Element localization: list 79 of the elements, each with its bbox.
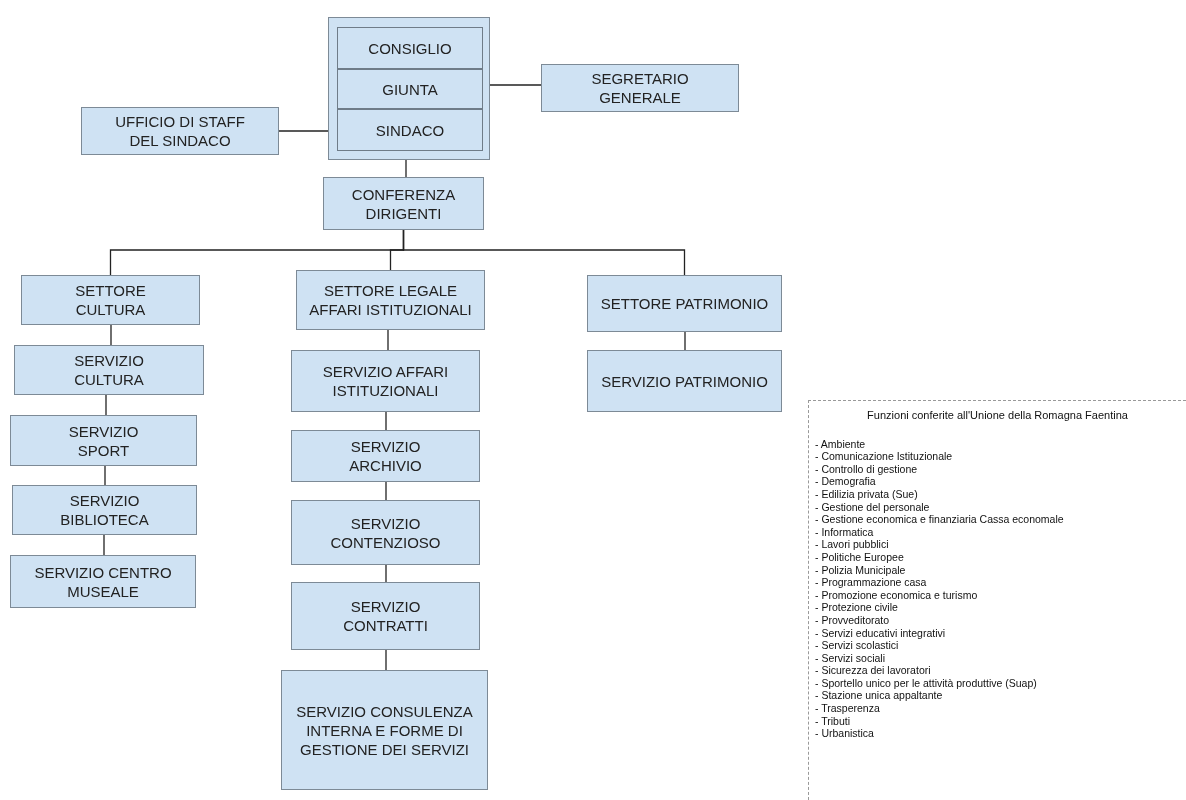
list-item: - Stazione unica appaltante	[815, 689, 943, 703]
connector-line	[385, 564, 387, 583]
list-item: - Sicurezza dei lavoratori	[815, 664, 931, 677]
org-box	[337, 27, 483, 69]
connector-line	[385, 481, 387, 501]
list-item: - Gestione economica e finanziaria Cassa economale	[815, 513, 1064, 526]
connector-line	[110, 324, 112, 346]
list-item: - Edilizia privata (Sue)	[815, 487, 918, 501]
connector-line	[684, 331, 686, 351]
org-box	[10, 555, 196, 608]
box-label: SERVIZIO BIBLIOTECA	[59, 491, 150, 529]
org-box	[337, 69, 483, 109]
org-box	[323, 177, 484, 230]
connector-line	[385, 649, 387, 671]
box-label: SEGRETARIO GENERALE	[590, 69, 690, 107]
list-item: - Lavori pubblici	[815, 538, 889, 551]
list-item: - Politiche Europee	[815, 550, 904, 564]
org-box	[14, 345, 204, 395]
box-label: CONFERENZA DIRIGENTI	[350, 184, 457, 223]
box-label: SETTORE LEGALE AFFARI ISTITUZIONALI	[308, 281, 473, 319]
list-item: - Programmazione casa	[815, 576, 927, 589]
box-label: GIUNTA	[382, 79, 438, 99]
org-box	[291, 350, 480, 412]
box-label: SERVIZIO CONSULENZA INTERNA E FORME DI GESTIONE DEI SERVIZI	[295, 701, 474, 759]
org-box	[281, 670, 488, 790]
org-box	[81, 107, 279, 155]
list-item: - Tributi	[815, 714, 850, 728]
list-item: - Comunicazione Istituzionale	[815, 450, 953, 463]
box-label: UFFICIO DI STAFF DEL SINDACO	[114, 112, 246, 150]
box-label: SERVIZIO CONTENZIOSO	[330, 513, 441, 552]
list-item: - Sportello unico per le attività produttive (Suap)	[815, 676, 1037, 690]
box-label: SERVIZIO SPORT	[67, 421, 140, 460]
org-box	[337, 109, 483, 151]
box-label: SERVIZIO ARCHIVIO	[348, 437, 423, 475]
box-label: SERVIZIO CENTRO MUSEALE	[33, 562, 173, 601]
list-item: - Urbanistica	[815, 727, 874, 740]
info-panel	[808, 400, 1186, 800]
org-box	[12, 485, 197, 535]
connector-line	[278, 130, 329, 132]
connector-line	[387, 329, 389, 351]
connector-line	[402, 229, 686, 276]
org-box	[587, 350, 782, 412]
connector-line	[104, 465, 106, 486]
list-item: - Ambiente	[815, 437, 866, 451]
list-item: - Informatica	[815, 525, 874, 539]
box-label: SETTORE CULTURA	[74, 281, 147, 319]
connector-line	[105, 394, 107, 416]
panel-heading: Funzioni conferite all'Unione della Romagna Faentina	[866, 409, 1129, 422]
list-item: - Polizia Municipale	[815, 563, 906, 577]
list-item: - Servizi scolastici	[815, 639, 899, 652]
org-box	[291, 582, 480, 650]
list-item: - Promozione economica e turismo	[815, 588, 978, 602]
connector-line	[405, 159, 407, 178]
box-label: SERVIZIO CONTRATTI	[342, 597, 429, 635]
org-box	[291, 430, 480, 482]
connector-line	[385, 411, 387, 431]
connector-line	[489, 84, 542, 86]
org-box	[291, 500, 480, 565]
list-item: - Gestione del personale	[815, 500, 930, 514]
org-box	[21, 275, 200, 325]
list-item: - Servizi educativi integrativi	[815, 626, 946, 640]
box-label: SETTORE PATRIMONIO	[600, 294, 769, 313]
box-label: SERVIZIO PATRIMONIO	[601, 371, 768, 391]
list-item: - Protezione civile	[815, 601, 898, 614]
box-label: SERVIZIO AFFARI ISTITUZIONALI	[321, 362, 450, 400]
list-item: - Trasperenza	[815, 702, 880, 715]
list-item: - Controllo di gestione	[815, 462, 918, 476]
list-item: - Demografia	[815, 475, 876, 488]
container-box	[328, 17, 490, 160]
org-box	[587, 275, 782, 332]
org-box	[10, 415, 197, 466]
box-label: CONSIGLIO	[368, 38, 452, 58]
box-label: SINDACO	[375, 120, 445, 140]
box-label: SERVIZIO CULTURA	[73, 351, 145, 389]
list-item: - Provveditorato	[815, 613, 890, 627]
connector-line	[103, 534, 105, 556]
org-box	[541, 64, 739, 112]
list-item: - Servizi sociali	[815, 651, 885, 665]
org-box	[296, 270, 485, 330]
